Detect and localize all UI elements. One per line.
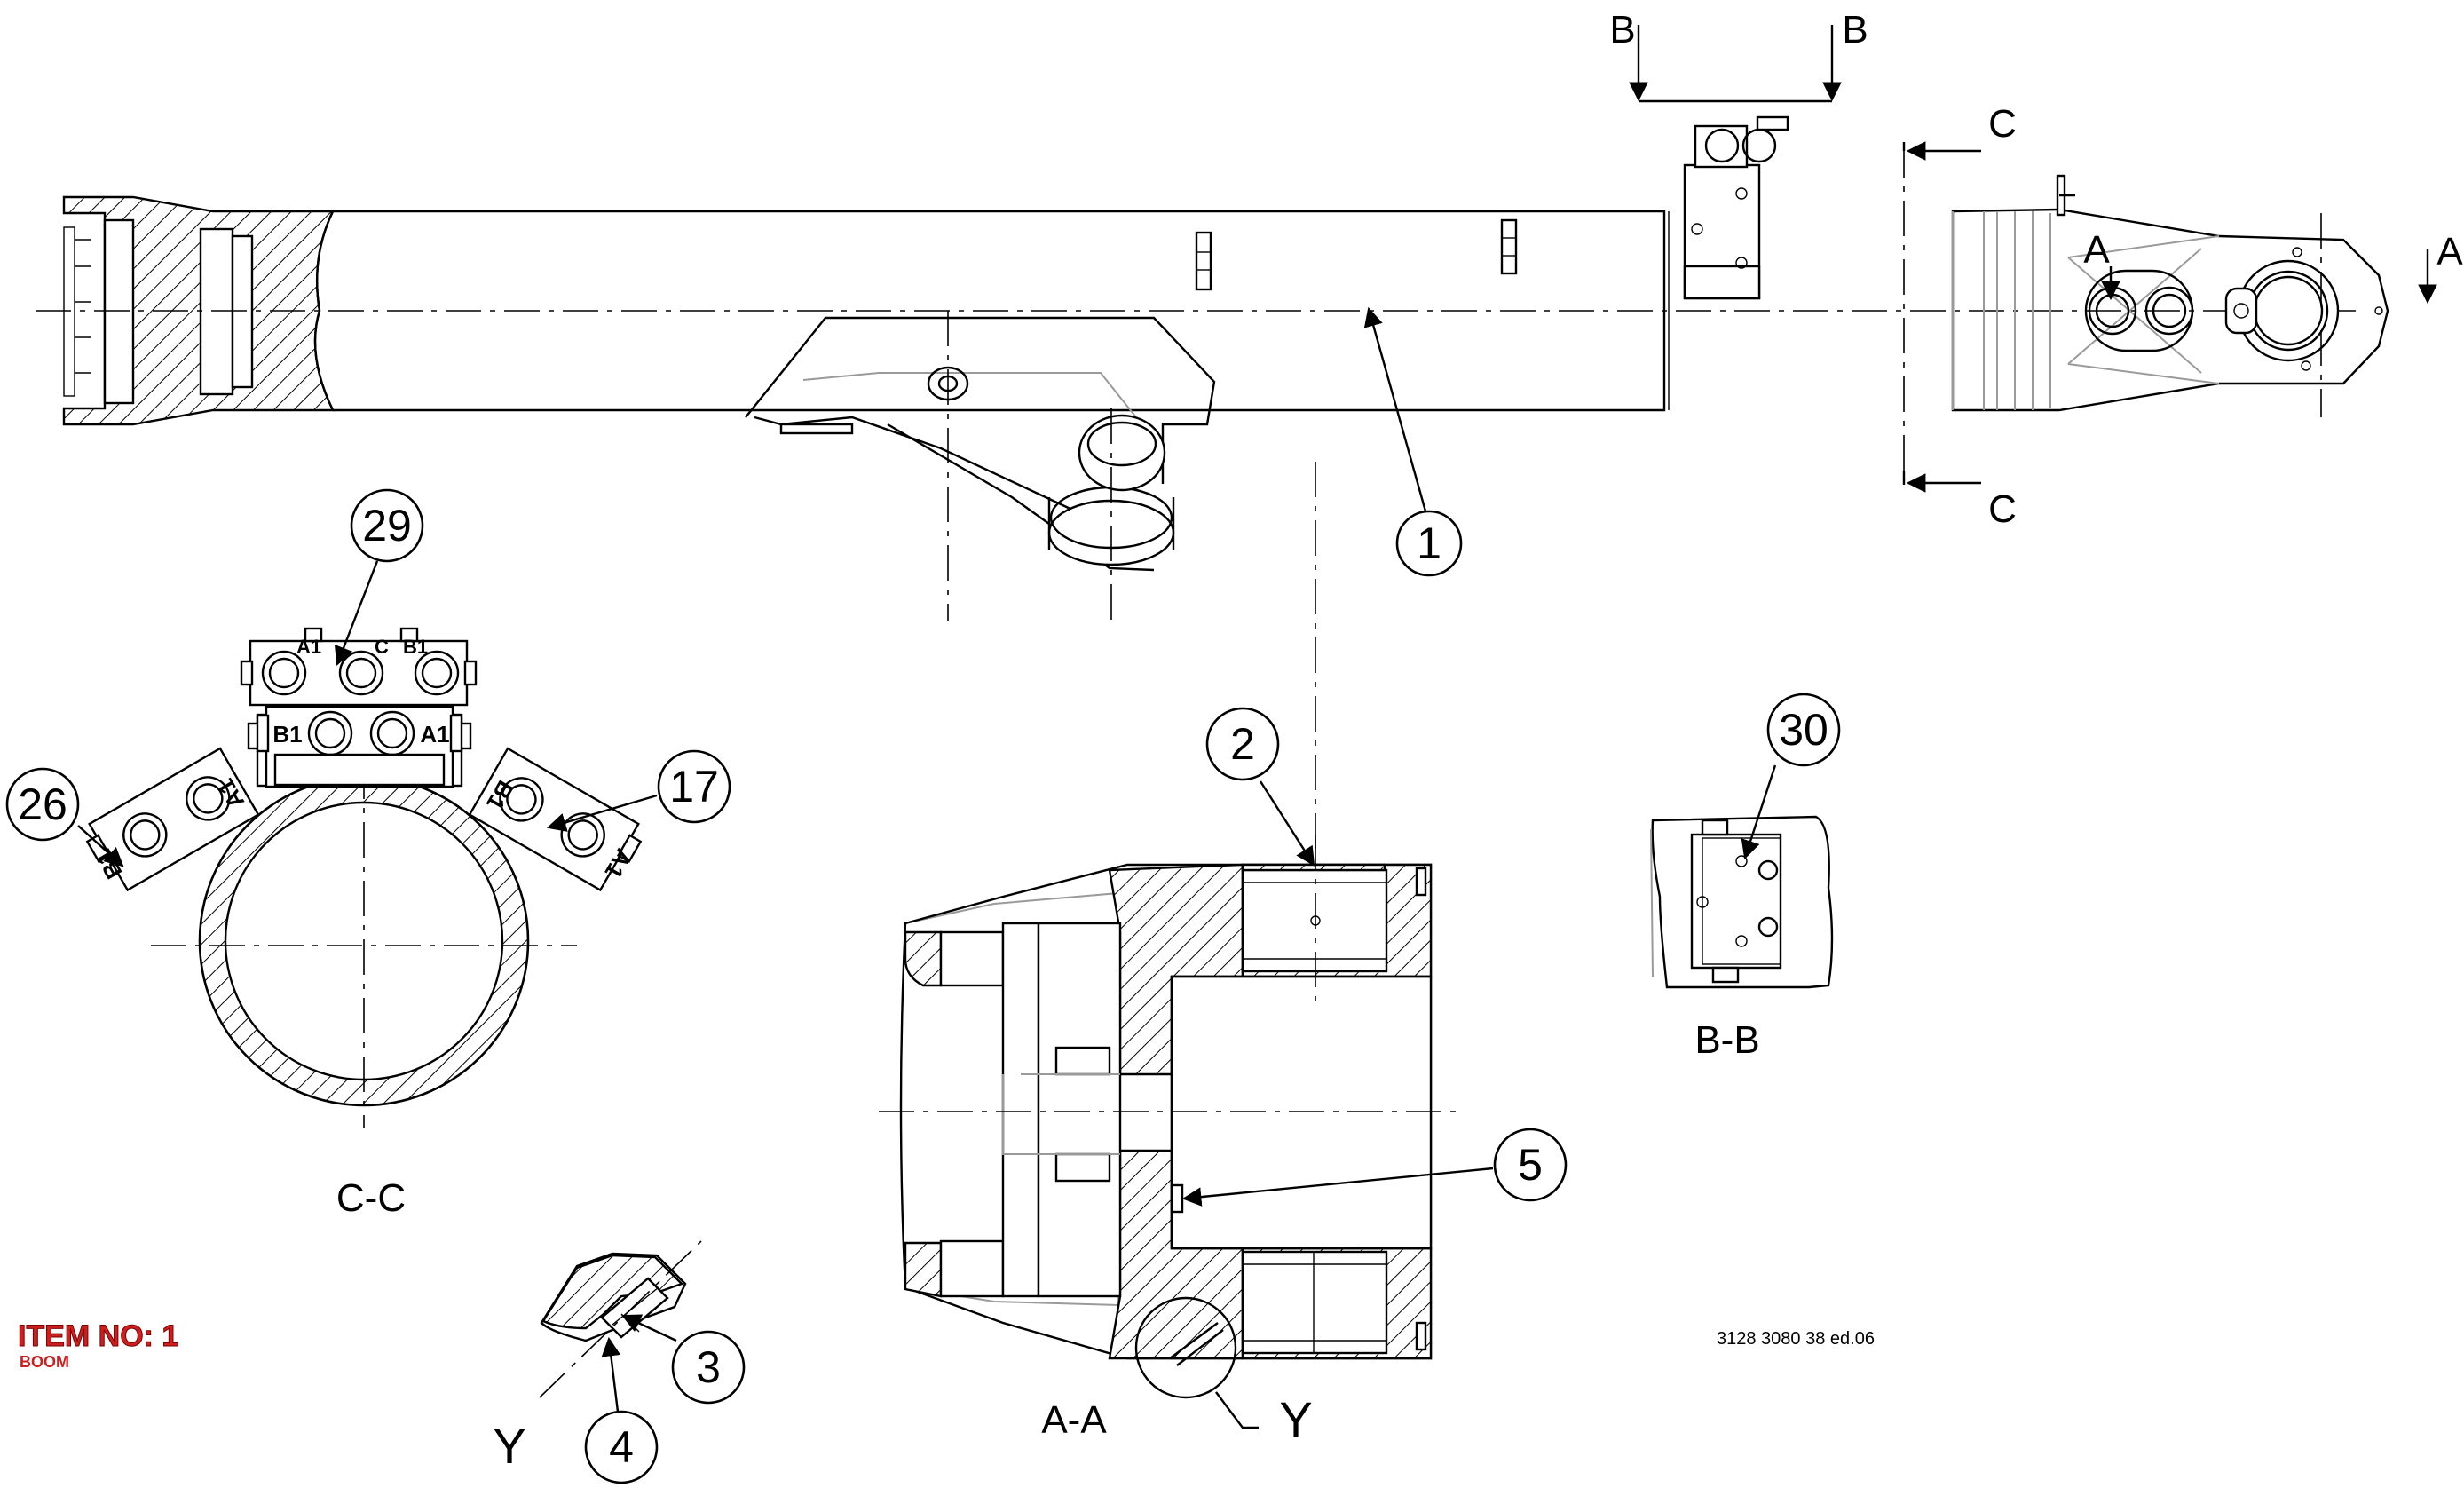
port-label-top-b1: B1 — [403, 636, 428, 658]
view-label-aa: A-A — [1041, 1398, 1107, 1442]
boom-side-view — [36, 115, 2389, 621]
svg-text:1: 1 — [1417, 518, 1441, 568]
view-label-bb: B-B — [1694, 1018, 1759, 1062]
balloon-4: 4 — [584, 1410, 659, 1484]
port-label-top-c: C — [375, 636, 389, 658]
balloon-17: 17 — [657, 749, 731, 824]
detail-label-y-aa: Y — [1279, 1391, 1312, 1447]
svg-text:4: 4 — [609, 1422, 634, 1472]
view-label-cc: C-C — [336, 1176, 406, 1220]
svg-text:29: 29 — [362, 501, 412, 550]
svg-text:26: 26 — [18, 780, 67, 829]
port-label-top-a1: A1 — [296, 636, 321, 658]
svg-text:30: 30 — [1779, 705, 1828, 755]
section-mark-a: A A — [2083, 228, 2463, 305]
balloon-5: 5 — [1493, 1128, 1568, 1202]
section-mark-b: B B — [1609, 8, 1868, 103]
section-cc-view: A1 C B1 B1 A1 B1 A1 B1 A1 C-C — [85, 627, 643, 1220]
svg-text:2: 2 — [1230, 719, 1255, 769]
balloon-1: 1 — [1395, 510, 1463, 577]
section-label-a-right: A — [2436, 230, 2463, 273]
drawing-number: 3128 3080 38 ed.06 — [1717, 1329, 1875, 1349]
detail-label-y: Y — [493, 1418, 525, 1474]
svg-text:5: 5 — [1518, 1140, 1543, 1190]
balloon-29: 29 — [350, 488, 424, 563]
section-bb-view: B-B — [1650, 815, 1834, 1062]
section-label-b-right: B — [1842, 8, 1868, 51]
section-aa-view: A-A — [879, 462, 1456, 1442]
section-label-c-bottom: C — [1988, 487, 2017, 531]
svg-text:17: 17 — [669, 762, 719, 811]
section-mark-c: C C — [1902, 102, 2017, 531]
section-label-a-left: A — [2083, 228, 2110, 272]
item-number-label: ITEM NO: 1 — [18, 1319, 178, 1353]
section-label-c-top: C — [1988, 102, 2017, 146]
item-name-label: BOOM — [20, 1353, 69, 1371]
balloon-30: 30 — [1766, 693, 1841, 767]
port-label-mid-b1: B1 — [272, 721, 302, 748]
port-label-mid-a1: A1 — [420, 721, 449, 748]
detail-y-view: Y — [493, 1240, 702, 1474]
svg-text:3: 3 — [696, 1342, 721, 1392]
balloon-26: 26 — [5, 767, 80, 842]
section-label-b-left: B — [1609, 8, 1635, 51]
balloon-2: 2 — [1205, 707, 1280, 781]
balloon-3: 3 — [671, 1330, 746, 1405]
